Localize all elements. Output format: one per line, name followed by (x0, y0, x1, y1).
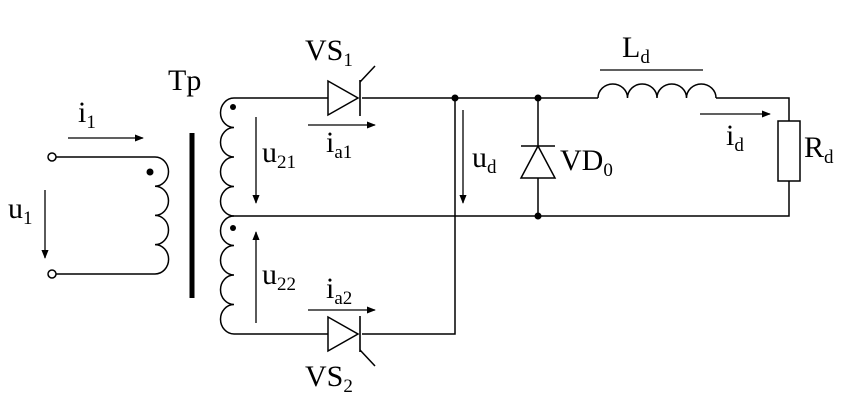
label-vs1: VS1 (305, 34, 353, 71)
secondary-winding-2 (219, 215, 235, 335)
label-u21: u21 (262, 136, 296, 173)
label-u22: u22 (262, 258, 296, 295)
label-u1: u1 (8, 192, 33, 229)
thyristor-vs2 (327, 315, 376, 367)
label-ld: Ld (622, 31, 650, 68)
label-rd: Rd (804, 131, 834, 168)
label-vd0: VD0 (560, 144, 613, 181)
thyristor-vs1 (327, 65, 376, 117)
terminal-top (47, 152, 57, 162)
secondary-winding-1 (219, 97, 235, 217)
secondary-1-polarity-dot (230, 104, 236, 110)
label-tp: Tp (168, 64, 201, 97)
primary-winding (154, 156, 170, 275)
input-terminals (47, 152, 57, 279)
label-i1: i1 (78, 96, 96, 133)
label-ia2: ia2 (326, 272, 352, 309)
label-id: id (726, 119, 744, 156)
label-ia1: ia1 (326, 126, 352, 163)
circuit-wires (234, 97, 790, 335)
label-ud: ud (472, 141, 497, 178)
resistor-rd (777, 120, 801, 182)
primary-wires (56, 156, 155, 275)
primary-polarity-dot (146, 168, 154, 176)
diode-vd0 (519, 144, 557, 179)
inductor-ld (597, 83, 717, 99)
label-vs2: VS2 (305, 360, 353, 397)
secondary-2-polarity-dot (230, 225, 236, 231)
terminal-bottom (47, 269, 57, 279)
junction-dots (451, 94, 542, 220)
arrows (41, 110, 771, 323)
